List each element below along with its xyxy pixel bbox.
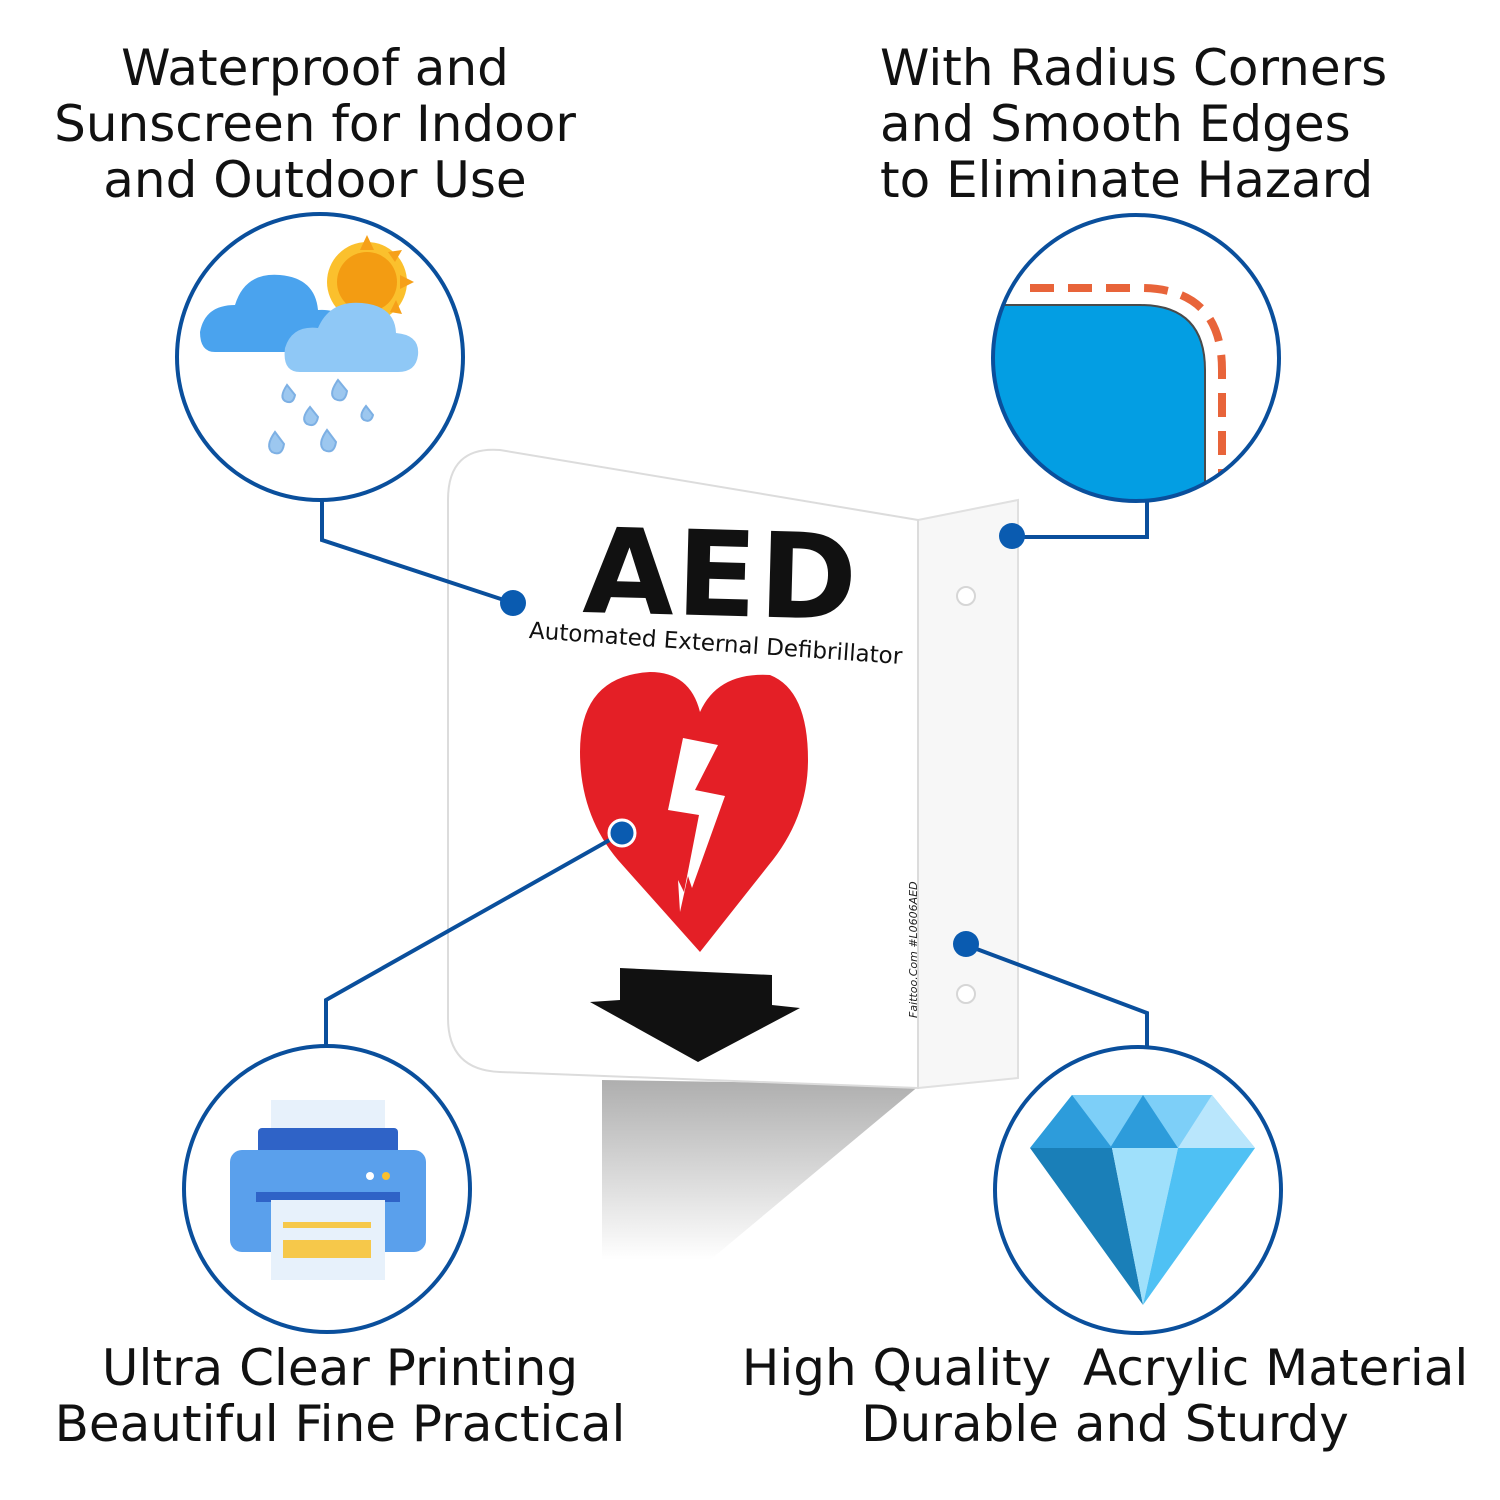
caption-line: Ultra Clear Printing <box>101 1339 579 1397</box>
caption-waterproof: Waterproof and Sunscreen for Indoor and … <box>30 40 600 208</box>
rounded-corner-icon <box>991 213 1281 503</box>
printer-icon <box>182 1044 472 1334</box>
callout-dot <box>607 818 637 848</box>
sign-shadow <box>602 1080 920 1260</box>
caption-line: and Smooth Edges <box>880 95 1351 153</box>
caption-line: Waterproof and <box>121 39 509 97</box>
callout-dot <box>953 931 979 957</box>
caption-line: and Outdoor Use <box>103 151 527 209</box>
caption-line: High Quality Acrylic Material <box>741 1339 1469 1397</box>
down-arrow-icon <box>590 968 800 1062</box>
caption-line: Durable and Sturdy <box>861 1395 1349 1453</box>
caption-line: Beautiful Fine Practical <box>54 1395 626 1453</box>
heart-lightning-icon <box>580 672 808 952</box>
callout-dot <box>500 590 526 616</box>
caption-printing: Ultra Clear Printing Beautiful Fine Prac… <box>40 1340 640 1452</box>
caption-radius-corners: With Radius Corners and Smooth Edges to … <box>880 40 1400 208</box>
diamond-icon <box>993 1045 1283 1335</box>
callout-dot <box>999 523 1025 549</box>
caption-material: High Quality Acrylic Material Durable an… <box>740 1340 1470 1452</box>
caption-line: Sunscreen for Indoor <box>54 95 576 153</box>
caption-line: to Eliminate Hazard <box>880 151 1374 209</box>
sign-side-text: Faittoo.Com #L0606AED <box>907 881 920 1018</box>
screw-hole <box>956 586 976 606</box>
callout-connectors <box>320 500 1149 1046</box>
screw-hole <box>956 984 976 1004</box>
caption-line: With Radius Corners <box>880 39 1388 97</box>
weather-icon <box>175 212 465 502</box>
